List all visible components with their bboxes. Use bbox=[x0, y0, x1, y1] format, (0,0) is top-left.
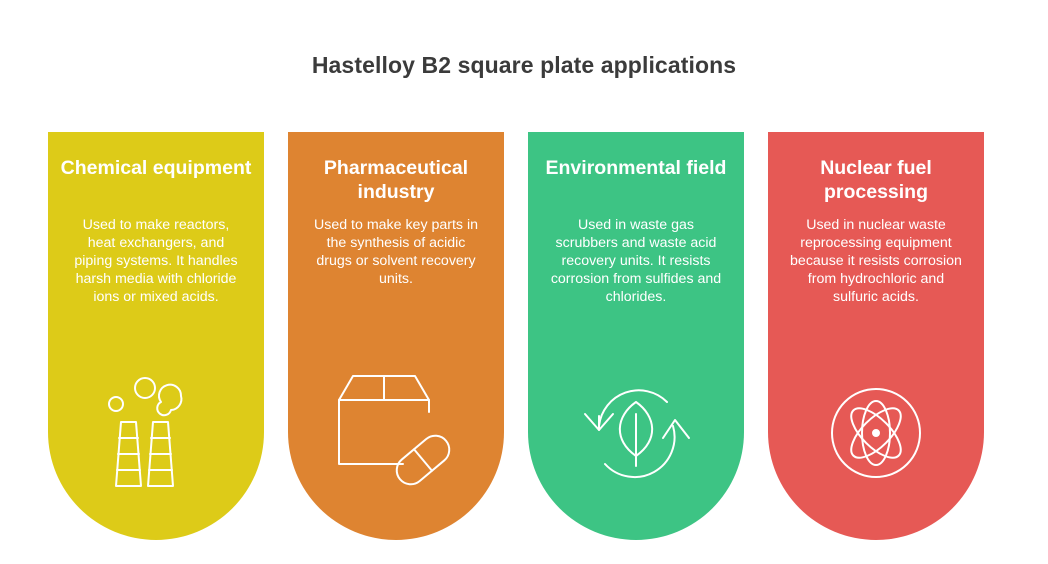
card-description: Used in nuclear waste reprocessing equip… bbox=[790, 217, 962, 305]
recycle-leaf-icon bbox=[571, 368, 701, 498]
card-nuclear-fuel-processing: Nuclear fuel processing Used in nuclear … bbox=[768, 132, 984, 540]
card-description: Used to make key parts in the synthesis … bbox=[313, 217, 478, 287]
card-environmental-field: Environmental field Used in waste gas sc… bbox=[528, 132, 744, 540]
card-description: Used in waste gas scrubbers and waste ac… bbox=[550, 217, 722, 305]
diagram-title: Hastelloy B2 square plate applications bbox=[311, 52, 737, 78]
card-pharmaceutical-industry: Pharmaceutical industry Used to make key… bbox=[288, 132, 504, 540]
card-heading: Pharmaceutical industry bbox=[323, 157, 469, 203]
card-heading: Nuclear fuel processing bbox=[820, 157, 932, 203]
card-chemical-equipment: Chemical equipment Used to make reactors… bbox=[48, 132, 264, 540]
card-heading: Environmental field bbox=[545, 157, 727, 179]
card-heading: Chemical equipment bbox=[60, 157, 252, 179]
card-description: Used to make reactors, heat exchangers, … bbox=[74, 217, 238, 305]
atom-icon bbox=[811, 368, 941, 498]
factory-chimneys-icon bbox=[91, 368, 221, 498]
box-and-capsule-icon bbox=[331, 368, 461, 498]
